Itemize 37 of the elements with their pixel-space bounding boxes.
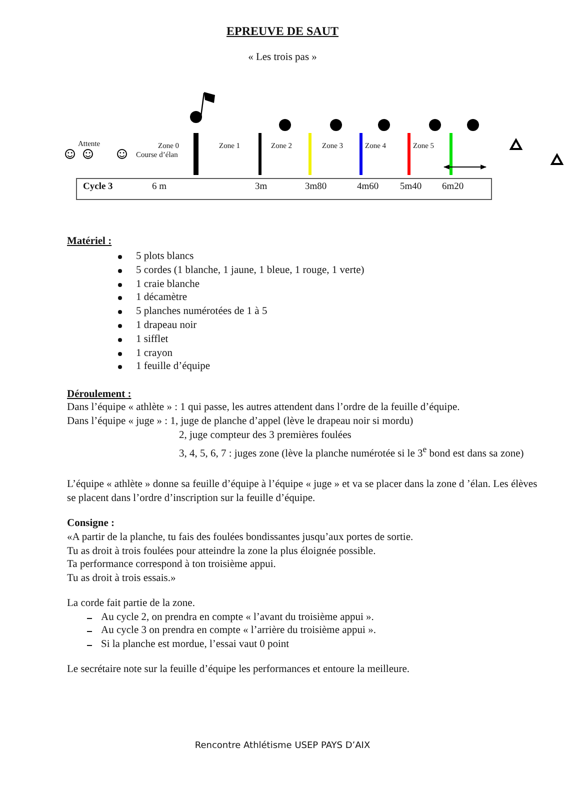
distance-label: 5m40 <box>400 181 422 194</box>
text-line: Tu as droit à trois foulées pour atteindre la zone la plus éloignée possible. <box>67 545 376 558</box>
text-line: 3, 4, 5, 6, 7 : juges zone (lève la planche numérotée si le 3$^{e}$ bond est dans sa zone) <box>179 443 525 461</box>
section-heading: Déroulement : <box>67 388 132 402</box>
list-item: 1 sifflet <box>136 332 168 346</box>
list-item: 5 plots blancs <box>136 250 194 264</box>
title: EPREUVE DE SAUT <box>225 25 340 38</box>
distance-label: 3m80 <box>305 181 327 194</box>
section-heading: Consigne : <box>67 517 115 530</box>
list-item: 1 drapeau noir <box>136 319 197 332</box>
subtitle: « Les trois pas » <box>247 51 318 64</box>
distance-label: 6 m <box>152 181 167 194</box>
section-heading: Matériel : <box>67 235 112 248</box>
distance-label: 4m60 <box>357 181 379 194</box>
text-line: Ta performance correspond à ton troisième appui. <box>67 558 276 572</box>
distance-label: 3m <box>255 181 268 194</box>
list-item: Si la planche est mordue, l’essai vaut 0 point <box>101 638 290 652</box>
list-item: Au cycle 3 on prendra en compte « l’arrière du troisième appui ». <box>101 624 376 638</box>
list-item: 1 décamètre <box>136 291 188 305</box>
text-line: Dans l’équipe « juge » : 1, juge de planche d’appel (lève le drapeau noir si mordu) <box>67 415 414 428</box>
list-item: 1 feuille d’équipe <box>136 360 210 374</box>
list-item: 1 craie blanche <box>136 278 200 292</box>
distance-box <box>76 178 492 200</box>
list-item: 5 planches numérotées de 1 à 5 <box>136 305 268 319</box>
list-item: Au cycle 2, on prendra en compte « l’avant du troisième appui ». <box>101 611 374 624</box>
list-item: 1 crayon <box>136 346 172 360</box>
distance-label: 6m20 <box>442 181 464 194</box>
paragraph: L’équipe « athlète » donne sa feuille d’équipe à l’équipe « juge » et va se placer dans la zone d ’élan. Les élèves se placent dans l’ordre d’inscription sur la feuille d’équipe. <box>67 478 538 505</box>
text-line: Tu as droit à trois essais.» <box>67 572 176 586</box>
list-item: 5 cordes (1 blanche, 1 jaune, 1 bleue, 1 rouge, 1 verte) <box>136 264 364 278</box>
footer-text: Rencontre Athlétisme USEP PAYS D’AIX <box>194 740 372 753</box>
text-line: «A partir de la planche, tu fais des foulées bondissantes jusqu’aux portes de sortie. <box>67 531 414 544</box>
text-line: 2, juge compteur des 3 premières foulées <box>179 429 352 442</box>
text-line: Dans l’équipe « athlète » : 1 qui passe, les autres attendent dans l’ordre de la feuille d’équipe. <box>67 401 460 414</box>
text-line: Le secrétaire note sur la feuille d’équipe les performances et entoure la meilleure. <box>67 663 410 676</box>
text-line: La corde fait partie de la zone. <box>67 597 195 610</box>
cycle-label: Cycle 3 <box>83 181 113 194</box>
